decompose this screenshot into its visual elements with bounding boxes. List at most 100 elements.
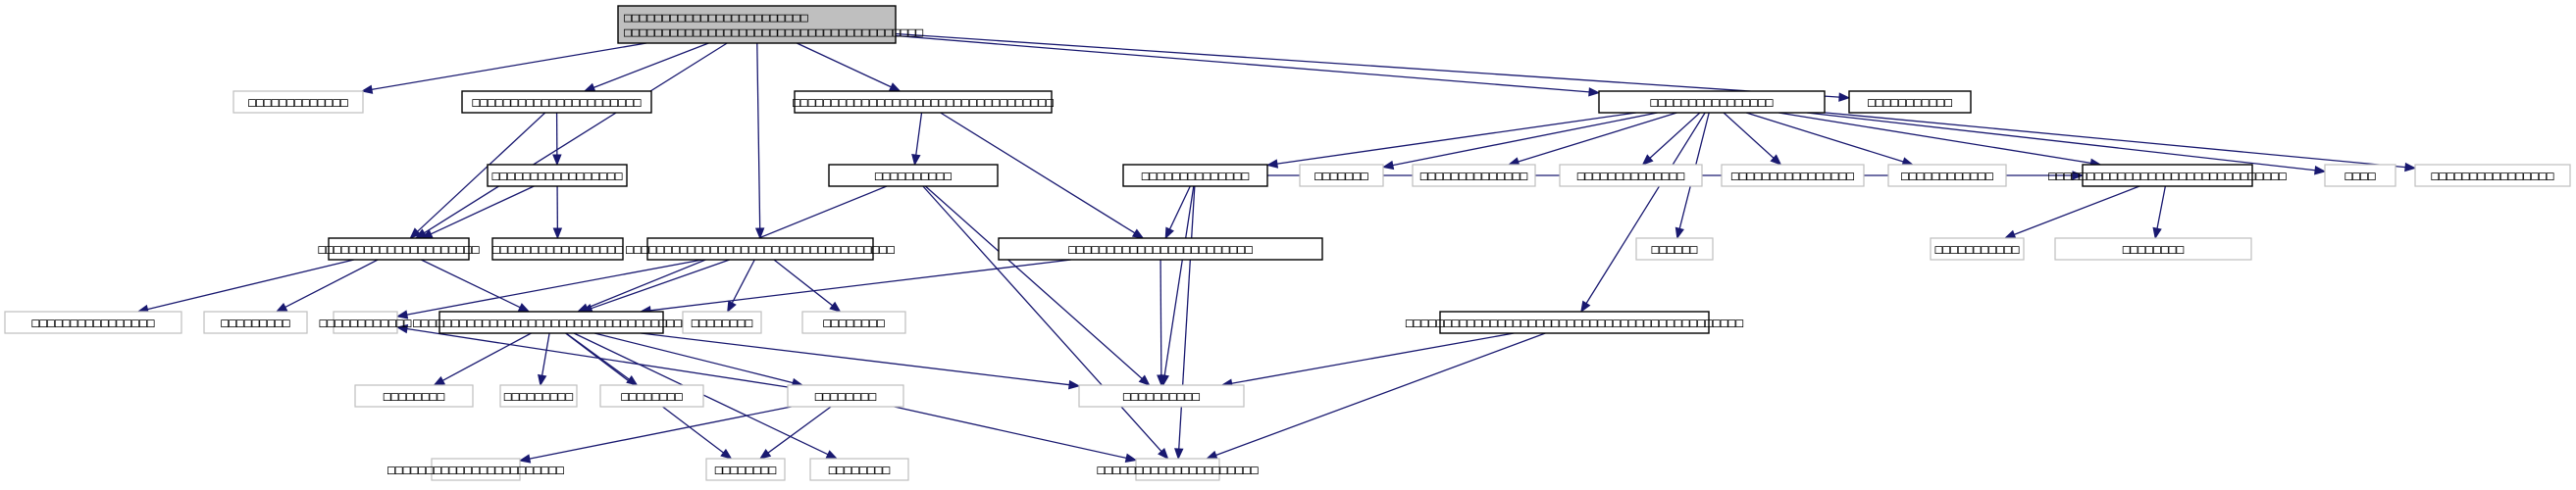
graph-node-n34[interactable]: □□□□□□□□□ [203, 311, 308, 334]
edge-n7-n33 [136, 259, 354, 315]
node-label: □□□□□□□□ [621, 390, 683, 405]
node-label: □□□□□□□□□□□□□□□□□□□□□ [1097, 464, 1259, 478]
edge-n0-n2 [583, 42, 709, 92]
graph-node-n21[interactable]: □□□□□□ [1635, 237, 1714, 261]
edge-n6-n19 [1778, 112, 2102, 169]
graph-node-n40[interactable]: □□□□□□□□ [787, 384, 904, 408]
graph-node-n36[interactable]: □□□□□□□□ [2054, 237, 2252, 261]
graph-node-n11[interactable]: □□□□□□□□□□□□□□ [1412, 164, 1536, 187]
node-box [1439, 311, 1710, 334]
graph-node-n27[interactable]: □□□□□□□□□□□□□□□□□□□□□□□□□□□□□□□□□□□□ [413, 311, 690, 334]
graph-node-n3[interactable]: □□□□□□□□□□□□□□□□□□□□□□□□□□□□□□□□□□ [793, 90, 1054, 114]
graph-node-n37[interactable]: □□□□□□□□ [354, 384, 474, 408]
edge-n27-n38 [538, 332, 550, 387]
node-label: □□□□□□□□ [815, 390, 877, 405]
graph-node-n18[interactable]: □□□□□□□□□□□□□□ [1122, 164, 1268, 187]
graph-node-n6[interactable]: □□□□□□□□□□□□□□□□ [1598, 90, 1826, 114]
graph-node-n20[interactable]: □□□□□□□□□□□□□□□□□□□□□□□□□□□□□□□□□□□□□□□□… [1406, 311, 1744, 334]
node-label: □□□□□□□□□□□□□□□□□□□□□ [318, 243, 480, 258]
graph-node-n26[interactable]: □□□□□□□□□□□□□□□□□□□□□□□□ [998, 237, 1323, 261]
graph-node-n1[interactable]: □□□□□□□□□□□□□ [232, 90, 364, 114]
graph-node-n35[interactable]: □□□□□□□□□□□ [1930, 237, 2025, 261]
node-label: □□□□□□□□ [384, 390, 445, 405]
node-box [491, 237, 624, 261]
graph-node-n4[interactable]: □□□□□□□□□□□□□□□□□□□□□□□□□□□□□□□□□□□ [626, 237, 895, 261]
graph-node-n31[interactable]: □□□□□□□□ [801, 311, 906, 334]
edge-n0-n5 [895, 32, 1851, 102]
edge-n7-n34 [275, 259, 379, 313]
graph-node-n38[interactable]: □□□□□□□□□ [499, 384, 578, 408]
node-label: □□□□□□□□ [715, 464, 777, 478]
edge-n4-n31 [773, 259, 842, 313]
node-label: □□□□□□□□□□□□□□□□ [1731, 170, 1854, 184]
node-label: □□□□□□ [1652, 243, 1698, 258]
node-box [328, 237, 470, 261]
node-box [438, 311, 664, 334]
node-label: □□□□ [2344, 170, 2375, 184]
node-box [809, 458, 909, 481]
graph-nodes: □□□□□□□□□□□□□□□□□□□□□□□□□□□□□□□□□□□□□□□□… [4, 5, 2571, 481]
graph-node-n23[interactable]: □□□□□□□□□□□□□□□□□□□□□□□ [387, 458, 564, 481]
node-label: □□□□□□□□□□□□□□□□□□□□□□□□□□□□□□□□□□□ [626, 243, 895, 258]
node-box [431, 458, 521, 481]
node-label: □□□□□□□□□ [504, 390, 574, 405]
node-box [1930, 237, 2025, 261]
graph-node-n5[interactable]: □□□□□□□□□□□ [1848, 90, 1972, 114]
node-label: □□□□□□□□□□□□ [320, 317, 412, 331]
edge-n6-n13 [1723, 112, 1782, 166]
edge-n19-n36 [2152, 185, 2167, 240]
graph-node-n14[interactable]: □□□□□□□□□□□□ [1887, 164, 2007, 187]
graph-node-n9[interactable]: □□□□□□□□□□□□□□□□□ [491, 237, 624, 261]
graph-node-n13[interactable]: □□□□□□□□□□□□□□□□ [1721, 164, 1865, 187]
graph-edges [136, 32, 2417, 464]
graph-node-n25[interactable]: □□□□□□□□□□ [828, 164, 999, 187]
node-box [1412, 164, 1536, 187]
node-label: □□□□□□□□□□□□□□□□□□□□□□□□□□□□□□□□□□□□□□□□… [1406, 317, 1744, 331]
graph-node-n33[interactable]: □□□□□□□□□□□□□□□□ [4, 311, 182, 334]
edge-n26-n29 [1157, 259, 1166, 387]
graph-node-n19[interactable]: □□□□□□□□□□□□□□□□□□□□□□□□□□□□□□□ [2048, 164, 2287, 187]
node-box [461, 90, 652, 114]
graph-node-n42[interactable]: □□□□□□□□ [809, 458, 909, 481]
node-label: □□□□□□□□□□ [1123, 390, 1200, 405]
node-box [2082, 164, 2253, 187]
graph-node-n30[interactable]: □□□□□□□□ [682, 311, 762, 334]
edge-n0-n6 [895, 34, 1601, 97]
node-label: □□□□□□□□□□□□□□□□□□□□□□□□□□□□□□□□□□□□□□□ [624, 25, 923, 40]
node-label: □□□□□□□□ [823, 317, 885, 331]
graph-node-n41[interactable]: □□□□□□□□ [705, 458, 786, 481]
graph-node-n29[interactable]: □□□□□□□□□□ [1078, 384, 1245, 408]
edge-n0-n4 [754, 42, 765, 240]
graph-node-n8[interactable]: □□□□□□□□□□□□□□□□□ [487, 164, 628, 187]
edge-n40-n41 [758, 406, 832, 460]
edge-n19-n35 [2003, 185, 2140, 239]
edge-n6-n11 [1507, 112, 1677, 167]
node-box [1635, 237, 1714, 261]
graph-node-n0[interactable]: □□□□□□□□□□□□□□□□□□□□□□□□□□□□□□□□□□□□□□□□… [617, 5, 923, 44]
graph-node-n28[interactable]: □□□□□□□□□□□□□□□□□□□□□ [1097, 458, 1259, 481]
node-label: □□□□□□□□□□□□□□□□ [1650, 96, 1773, 111]
node-label: □□□□□□□□ [2123, 243, 2185, 258]
node-box [828, 164, 999, 187]
graph-node-n17[interactable]: □□□□□□□□□□□□□□□□ [2414, 164, 2571, 187]
edge-n18-n28 [1174, 185, 1196, 461]
edge-n3-n25 [911, 112, 923, 167]
graph-node-n10[interactable]: □□□□□□□ [1299, 164, 1384, 187]
edge-n40-n28 [894, 406, 1138, 463]
graph-node-n2[interactable]: □□□□□□□□□□□□□□□□□□□□□□ [461, 90, 652, 114]
edge-n4-n27 [580, 259, 730, 313]
node-label: □□□□□□□□□□□□□□ [1142, 170, 1250, 184]
node-label: □□□□□□□□ [829, 464, 891, 478]
graph-node-n16[interactable]: □□□□ [2324, 164, 2396, 187]
node-box [599, 384, 704, 408]
graph-node-n39[interactable]: □□□□□□□□ [599, 384, 704, 408]
graph-node-n7[interactable]: □□□□□□□□□□□□□□□□□□□□□ [318, 237, 480, 261]
graph-node-n24[interactable]: □□□□□□□□□□□□ [320, 311, 412, 334]
graph-node-n12[interactable]: □□□□□□□□□□□□□□ [1559, 164, 1703, 187]
node-box [1299, 164, 1384, 187]
edge-n0-n1 [360, 42, 647, 94]
node-label: □□□□□□□□□□□□□□□□□□□□□□□□ [1068, 243, 1253, 258]
node-label: □□□□□□□□ [692, 317, 753, 331]
node-label: □□□□□□□□□□□□□□□□□ [492, 243, 623, 258]
